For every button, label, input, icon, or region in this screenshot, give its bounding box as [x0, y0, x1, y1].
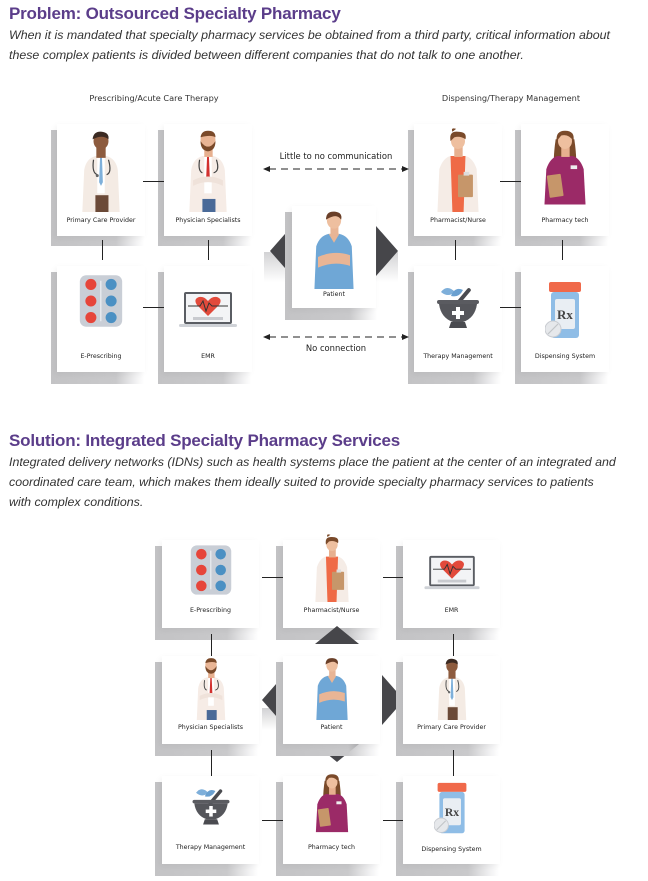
card-label: Patient: [320, 724, 343, 731]
pharmacy-tech-clipboard-icon: [534, 128, 596, 212]
connector-line: [102, 240, 103, 260]
mortar-pestle-icon: [433, 282, 483, 332]
right-group-label: Dispensing/Therapy Management: [441, 93, 581, 103]
problem-description: When it is mandated that specialty pharm…: [9, 25, 648, 65]
card-label: Pharmacy tech: [541, 217, 589, 224]
problem-description-line-2: these complex patients is divided betwee…: [9, 48, 524, 62]
connector-line: [453, 750, 454, 776]
laptop-heart-icon: [178, 290, 238, 330]
card-label: Physician Specialists: [177, 724, 244, 731]
laptop-heart-icon: [423, 554, 481, 592]
solution-description: Integrated delivery networks (IDNs) such…: [9, 452, 648, 512]
card-label: Physician Specialists: [175, 217, 241, 224]
connector-line: [143, 307, 164, 308]
connector-line: [562, 240, 563, 260]
doctor-bearded-red-tie-icon: [187, 656, 235, 720]
connector-line: [500, 307, 521, 308]
connector-line: [500, 181, 521, 182]
connector-line: [208, 240, 209, 260]
bottom-connection-label: No connection: [305, 343, 367, 353]
solution-description-line-1: Integrated delivery networks (IDNs) such…: [9, 455, 616, 469]
patient-arms-crossed-icon: [308, 656, 356, 720]
connector-line: [383, 820, 403, 821]
pharmacist-clipboard-icon: [307, 534, 357, 602]
problem-title: Problem: Outsourced Specialty Pharmacy: [9, 4, 341, 23]
doctor-tan-blue-tie-icon: [70, 128, 132, 212]
card-label: Patient: [323, 291, 345, 298]
card-label: Pharmacist/Nurse: [430, 217, 486, 224]
card-label: EMR: [201, 353, 215, 360]
pill-blister-pack-icon: [78, 273, 124, 329]
dashed-double-arrow-icon: [263, 334, 409, 340]
connector-line: [383, 577, 403, 578]
connector-line: [262, 577, 283, 578]
arrow-right-icon: [376, 226, 398, 276]
card-label: E-Prescribing: [189, 607, 232, 614]
dashed-double-arrow-icon: [263, 166, 409, 172]
solution-description-line-2: coordinated care team, which makes them …: [9, 475, 594, 489]
card-label: Primary Care Provider: [417, 724, 486, 731]
card-label: Dispensing System: [421, 846, 482, 853]
pharmacist-clipboard-icon: [427, 128, 489, 212]
card-label: Therapy Management: [423, 353, 493, 360]
solution-title: Solution: Integrated Specialty Pharmacy …: [9, 431, 400, 450]
card-label: Dispensing System: [534, 353, 596, 360]
connector-line: [455, 240, 456, 260]
pill-blister-pack-icon: [189, 543, 233, 597]
card-label: Pharmacist/Nurse: [303, 607, 360, 614]
connector-line: [453, 634, 454, 656]
doctor-tan-blue-tie-icon: [428, 656, 476, 720]
connector-line: [211, 750, 212, 776]
pharmacy-tech-clipboard-icon: [307, 772, 357, 838]
rx-bottle-icon: [434, 782, 470, 836]
patient-arms-crossed-icon: [304, 209, 364, 289]
arrow-up-icon: [315, 626, 359, 644]
rx-bottle-icon: [545, 281, 585, 341]
card-label: Primary Care Provider: [66, 217, 136, 224]
top-connection-label: Little to no communication: [279, 151, 393, 161]
card-label: EMR: [444, 607, 459, 614]
card-label: Pharmacy tech: [307, 844, 356, 851]
mortar-pestle-icon: [189, 784, 233, 828]
problem-description-line-1: When it is mandated that specialty pharm…: [9, 28, 610, 42]
card-label: E-Prescribing: [80, 353, 122, 360]
card-label: Therapy Management: [175, 844, 246, 851]
connector-line: [143, 181, 164, 182]
connector-line: [211, 634, 212, 656]
left-group-label: Prescribing/Acute Care Therapy: [89, 93, 219, 103]
doctor-bearded-red-tie-icon: [177, 128, 239, 212]
connector-line: [262, 820, 283, 821]
solution-description-line-3: with complex conditions.: [9, 495, 144, 509]
